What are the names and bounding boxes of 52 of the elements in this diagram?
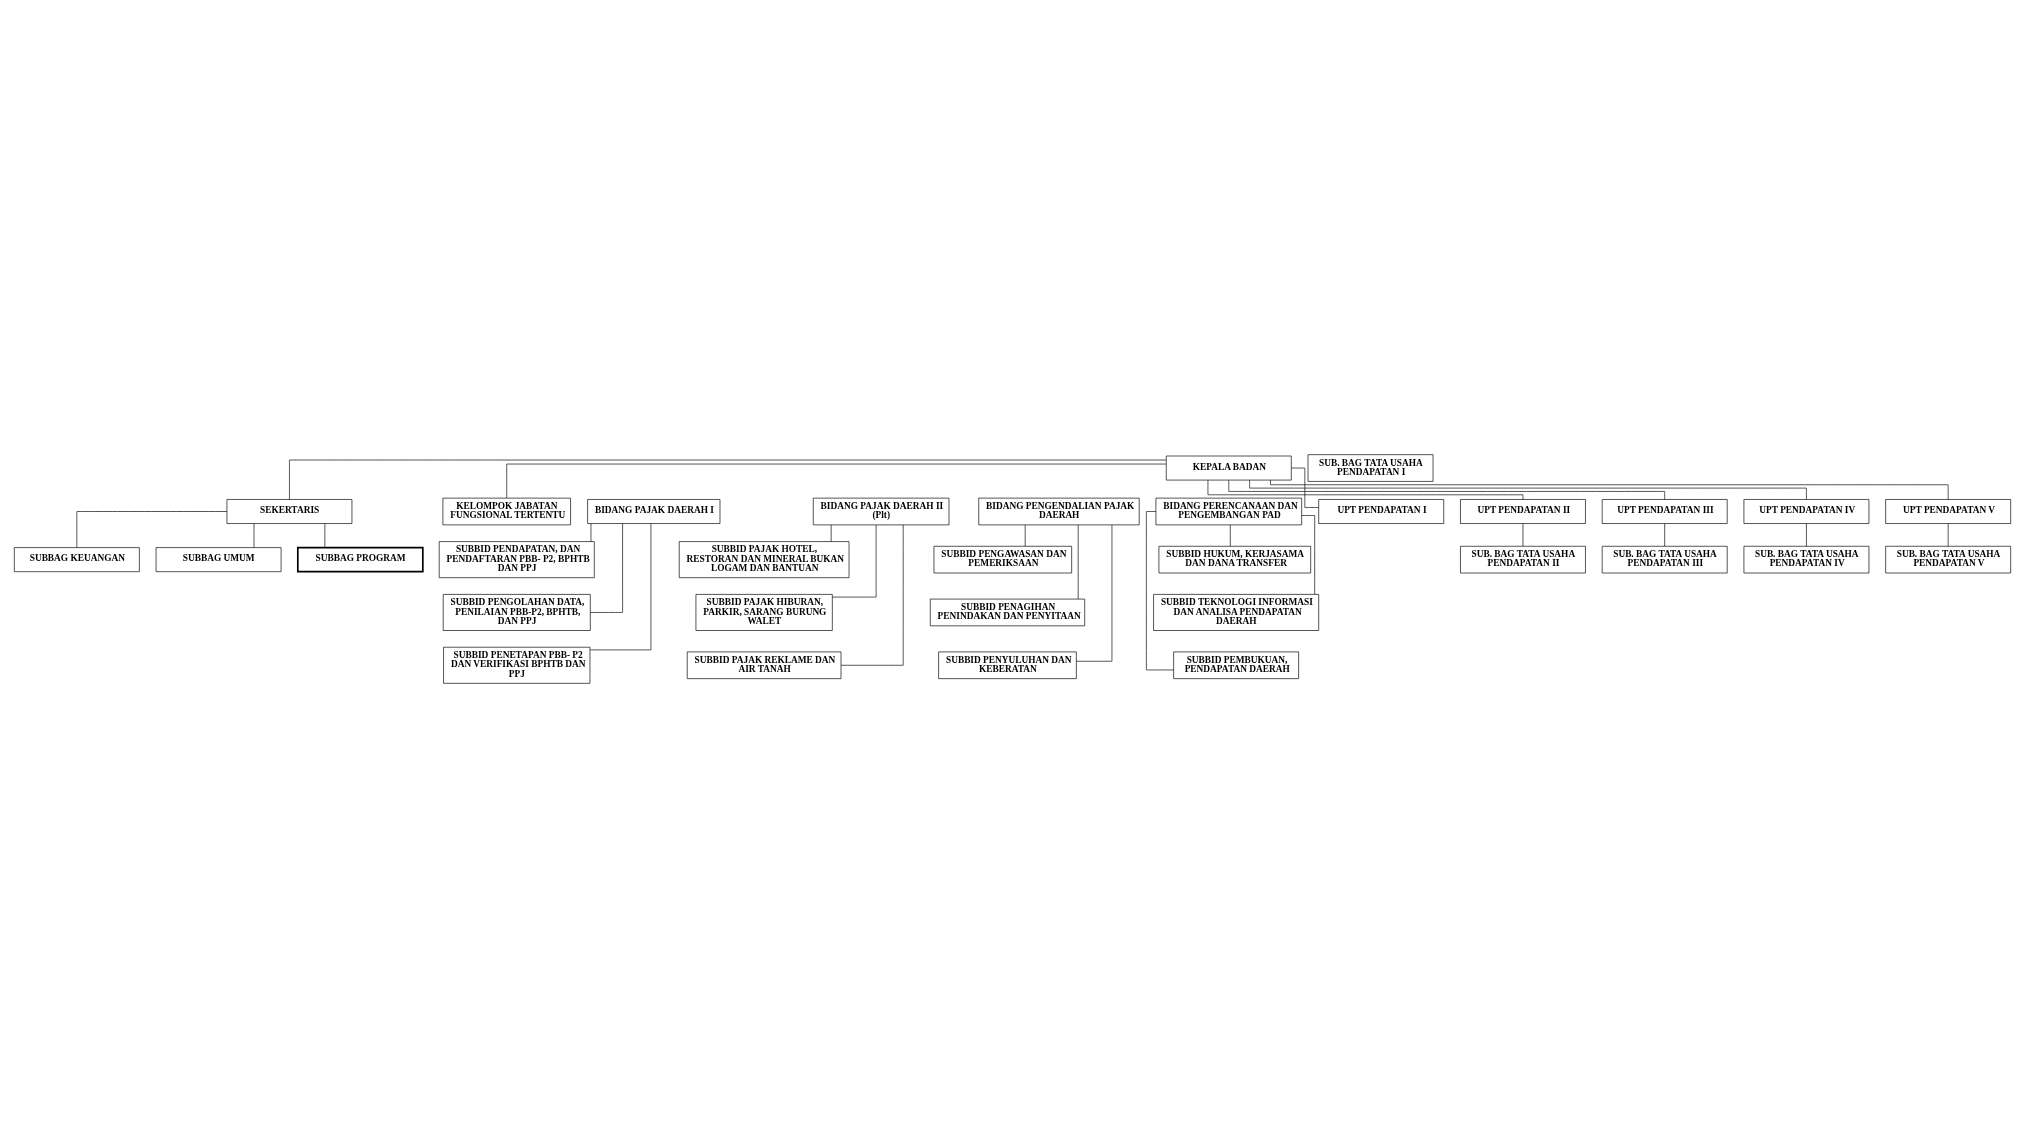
- node-box: BIDANG PAJAK DAERAH I: [587, 499, 721, 524]
- connector: [1270, 479, 1949, 500]
- connector: [1207, 479, 1524, 500]
- node-box: UPT PENDAPATAN III: [1601, 499, 1728, 524]
- connector: [1291, 467, 1319, 508]
- connector: [1947, 523, 1949, 547]
- node-box: SUBBID PENDAPATAN, DAN PENDAFTARAN PBB- P2, BPHTB DAN PPJ: [438, 541, 595, 579]
- node-box: SUBBID TEKNOLOGI INFORMASI DAN ANALISA PENDAPATAN DAERAH: [1153, 594, 1320, 631]
- node-box: KELOMPOK JABATAN FUNGSIONAL TERTENTU: [442, 497, 571, 526]
- node-box: SEKERTARIS: [226, 499, 353, 524]
- node-box: SUBBID PAJAK HOTEL, RESTORAN DAN MINERAL BUKAN LOGAM DAN BANTUAN: [678, 541, 850, 579]
- connector: [324, 523, 326, 548]
- connector: [253, 523, 255, 548]
- node-box: SUBBID PENETAPAN PBB- P2 DAN VERIFIKASI BPHTB DAN PPJ: [443, 646, 591, 684]
- node-box: SUBBID PENGOLAHAN DATA, PENILAIAN PBB-P2, BPHTB, DAN PPJ: [442, 594, 591, 631]
- node-box: SUB. BAG TATA USAHA PENDAPATAN II: [1460, 545, 1586, 574]
- node-box: SUBBID PENYULUHAN DAN KEBERATAN: [938, 651, 1077, 679]
- connector: [1301, 515, 1316, 595]
- node-box: SUBBID PENGAWASAN DAN PEMERIKSAAN: [933, 545, 1072, 574]
- connector: [289, 459, 1167, 500]
- node-box: BIDANG PENGENDALIAN PAJAK DAERAH: [978, 497, 1140, 526]
- node-box: SUBBAG UMUM: [155, 547, 282, 572]
- node-box: BIDANG PERENCANAAN DAN PENGEMBANGAN PAD: [1155, 497, 1302, 526]
- node-box: SUBBID PENAGIHAN PENINDAKAN DAN PENYITAAN: [929, 598, 1086, 627]
- connector: [1146, 511, 1174, 671]
- connector: [1806, 523, 1807, 547]
- node-box: SUB. BAG TATA USAHA PENDAPATAN IV: [1743, 545, 1870, 574]
- connector: [1228, 479, 1666, 500]
- connector: [1076, 524, 1113, 662]
- connector: [590, 523, 592, 542]
- node-box: UPT PENDAPATAN I: [1318, 499, 1445, 524]
- node-box: SUBBID PAJAK REKLAME DAN AIR TANAH: [686, 651, 842, 679]
- node-box: UPT PENDAPATAN II: [1460, 499, 1586, 524]
- node-box: SUBBID PAJAK HIBURAN, PARKIR, SARANG BURUNG WALET: [695, 594, 833, 631]
- node-box: SUBBAG PROGRAM: [296, 546, 424, 573]
- connector: [590, 523, 623, 613]
- node-box: UPT PENDAPATAN V: [1885, 499, 2011, 524]
- node-box: SUBBAG KEUANGAN: [14, 547, 140, 572]
- connector: [76, 511, 228, 548]
- node-box: SUBBID HUKUM, KERJASAMA DAN DANA TRANSFER: [1158, 545, 1311, 574]
- connector: [830, 524, 832, 542]
- node-box: SUB. BAG TATA USAHA PENDAPATAN I: [1307, 454, 1434, 482]
- node-box: SUBBID PEMBUKUAN, PENDAPATAN DAERAH: [1173, 651, 1299, 679]
- node-box: SUB. BAG TATA USAHA PENDAPATAN III: [1601, 545, 1728, 574]
- node-box: UPT PENDAPATAN IV: [1743, 499, 1870, 524]
- connector: [589, 523, 652, 651]
- node-box: SUB. BAG TATA USAHA PENDAPATAN V: [1885, 545, 2011, 574]
- node-box: KEPALA BADAN: [1165, 455, 1292, 481]
- connector: [1249, 479, 1807, 500]
- node-box: BIDANG PAJAK DAERAH II (Plt): [812, 497, 950, 526]
- connector: [1522, 523, 1524, 547]
- connector: [1664, 523, 1666, 547]
